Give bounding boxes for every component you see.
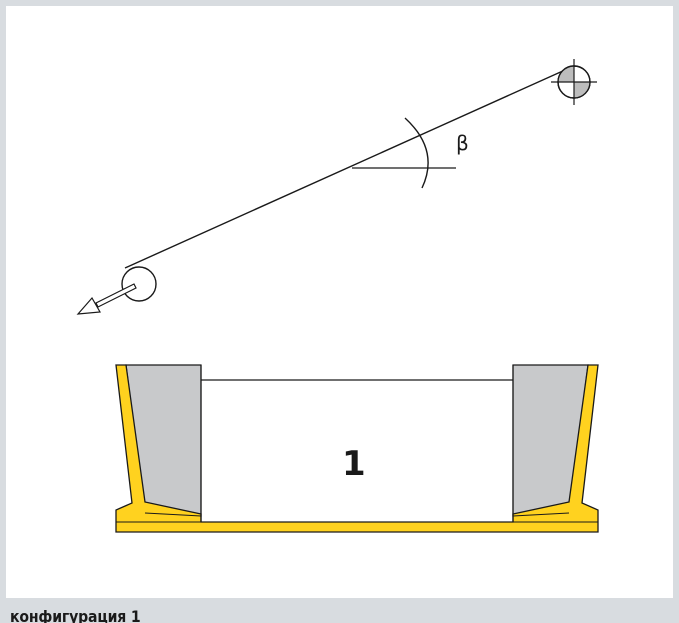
- trough-cross-section: [115, 364, 599, 533]
- yellow-steel-frame: [115, 364, 599, 533]
- tail-pulley: [121, 266, 157, 302]
- angle-label: β: [456, 131, 469, 155]
- angle-arc: [404, 117, 429, 189]
- direction-arrow-icon: [76, 283, 137, 315]
- caption-bar: конфигурация 1: [0, 598, 679, 623]
- incline-line: [124, 69, 566, 269]
- trough-number-label: 1: [342, 444, 366, 484]
- caption-text: конфигурация 1: [10, 607, 141, 623]
- drive-pulley: [551, 59, 597, 105]
